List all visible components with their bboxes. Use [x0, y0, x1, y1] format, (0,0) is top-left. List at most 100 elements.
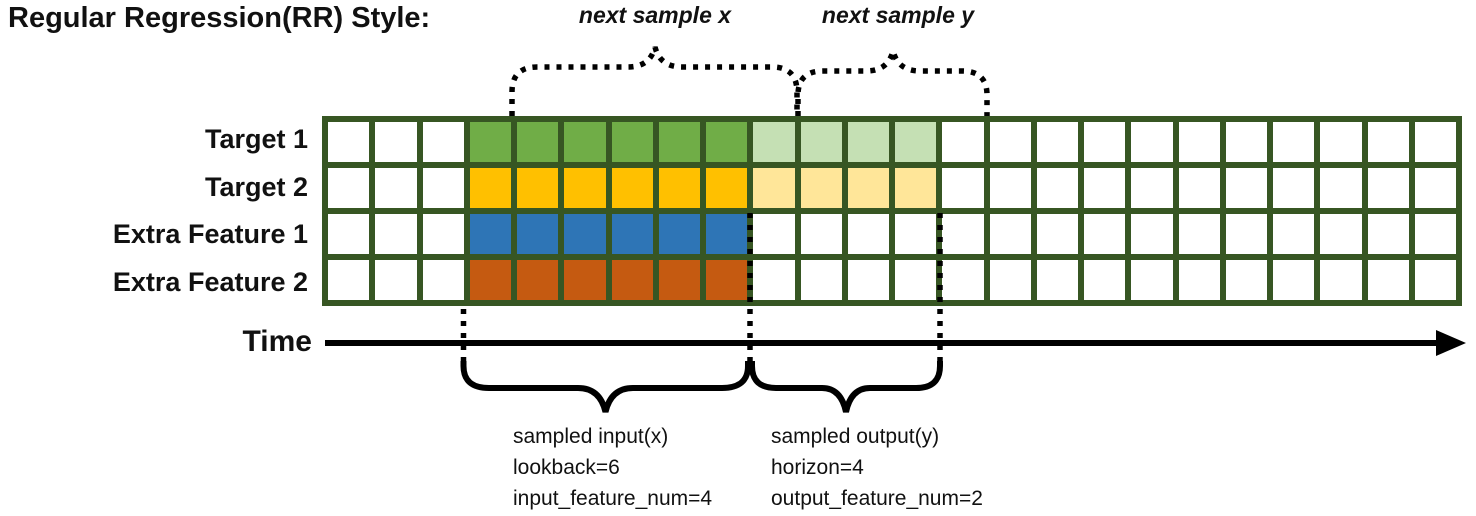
- grid-cell: [800, 168, 842, 208]
- grid-cell: [1367, 214, 1409, 254]
- grid-cell: [1320, 260, 1362, 300]
- grid-cell: [564, 214, 606, 254]
- grid-cell: [1414, 122, 1456, 162]
- grid-cell: [328, 214, 370, 254]
- grid-cell: [611, 168, 653, 208]
- grid-cell: [753, 260, 795, 300]
- grid-cell: [1320, 214, 1362, 254]
- grid-cell: [1131, 214, 1173, 254]
- grid-cell: [422, 122, 464, 162]
- grid-cell: [895, 260, 937, 300]
- row-label-target-2: Target 2: [204, 171, 308, 202]
- grid-cell: [1131, 168, 1173, 208]
- time-axis-arrowhead: [1436, 330, 1466, 356]
- grid-cell: [469, 122, 511, 162]
- sample-grid: [322, 116, 1462, 306]
- grid-cell: [895, 122, 937, 162]
- sampled-input-line: sampled input(x): [513, 425, 669, 448]
- sampled-input-brace: [460, 361, 751, 413]
- grid-cell: [1178, 122, 1220, 162]
- grid-cell: [847, 260, 889, 300]
- grid-cell: [1036, 122, 1078, 162]
- grid-cell: [375, 260, 417, 300]
- grid-cell: [611, 214, 653, 254]
- next-sample-x-label: next sample x: [578, 2, 732, 28]
- grid-cell: [564, 122, 606, 162]
- grid-cell: [1225, 168, 1267, 208]
- grid-cell: [1131, 260, 1173, 300]
- grid-cell: [753, 168, 795, 208]
- grid-cell: [989, 168, 1031, 208]
- grid-cell: [611, 122, 653, 162]
- grid-cell: [1178, 214, 1220, 254]
- grid-cell: [328, 168, 370, 208]
- grid-cell: [1414, 168, 1456, 208]
- grid-cell: [1084, 168, 1126, 208]
- grid-cell: [517, 260, 559, 300]
- grid-cell: [328, 122, 370, 162]
- lookback-line: lookback=6: [513, 456, 620, 479]
- grid-cell: [469, 214, 511, 254]
- grid-cell: [989, 214, 1031, 254]
- row-label-extra-feature-2: Extra Feature 2: [112, 266, 308, 297]
- grid-cell: [800, 214, 842, 254]
- grid-cell: [753, 122, 795, 162]
- grid-cell: [375, 122, 417, 162]
- grid-cell: [1273, 260, 1315, 300]
- grid-cell: [469, 168, 511, 208]
- grid-cell: [1084, 260, 1126, 300]
- grid-cell: [517, 168, 559, 208]
- grid-cell: [989, 122, 1031, 162]
- grid-cell: [422, 214, 464, 254]
- time-axis-label: Time: [242, 325, 312, 358]
- sampled-output-annotation: sampled output(y) horizon=4 output_featu…: [771, 421, 983, 514]
- grid-cell: [895, 214, 937, 254]
- grid-cell: [942, 260, 984, 300]
- grid-cell: [422, 168, 464, 208]
- grid-cell: [1036, 214, 1078, 254]
- grid-cell: [706, 122, 748, 162]
- input-feature-num-line: input_feature_num=4: [513, 487, 713, 510]
- grid-cell: [1367, 122, 1409, 162]
- grid-cell: [1084, 214, 1126, 254]
- grid-cell: [564, 168, 606, 208]
- grid-cell: [942, 168, 984, 208]
- sampled-output-brace: [749, 361, 943, 413]
- grid-cell: [328, 260, 370, 300]
- grid-cell: [1036, 260, 1078, 300]
- grid-cell: [847, 214, 889, 254]
- grid-cell: [942, 214, 984, 254]
- page-title: Regular Regression(RR) Style:: [8, 2, 431, 34]
- grid-cell: [1225, 214, 1267, 254]
- grid-cell: [706, 260, 748, 300]
- grid-cell: [753, 214, 795, 254]
- row-label-extra-feature-1: Extra Feature 1: [112, 219, 308, 250]
- grid-cell: [1414, 260, 1456, 300]
- grid-cell: [1320, 122, 1362, 162]
- grid-cell: [1273, 122, 1315, 162]
- grid-cell: [1131, 122, 1173, 162]
- row-labels: Target 1 Target 2 Extra Feature 1 Extra …: [0, 116, 308, 306]
- grid-cell: [564, 260, 606, 300]
- grid-cell: [1178, 260, 1220, 300]
- grid-cell: [658, 214, 700, 254]
- grid-cell: [469, 260, 511, 300]
- row-label-target-1: Target 1: [204, 124, 308, 155]
- next-sample-y-brace: [795, 50, 990, 116]
- grid-cell: [1414, 214, 1456, 254]
- sampled-output-line: sampled output(y): [771, 425, 940, 448]
- grid-cell: [1084, 122, 1126, 162]
- grid-cell: [611, 260, 653, 300]
- grid-cell: [1367, 260, 1409, 300]
- grid-cell: [375, 168, 417, 208]
- grid-cell: [375, 214, 417, 254]
- grid-cell: [706, 168, 748, 208]
- grid-cell: [942, 122, 984, 162]
- grid-cell: [989, 260, 1031, 300]
- grid-cell: [706, 214, 748, 254]
- grid-cell: [847, 168, 889, 208]
- grid-cell: [1367, 168, 1409, 208]
- grid-cell: [1320, 168, 1362, 208]
- grid-cell: [517, 214, 559, 254]
- grid-cell: [1178, 168, 1220, 208]
